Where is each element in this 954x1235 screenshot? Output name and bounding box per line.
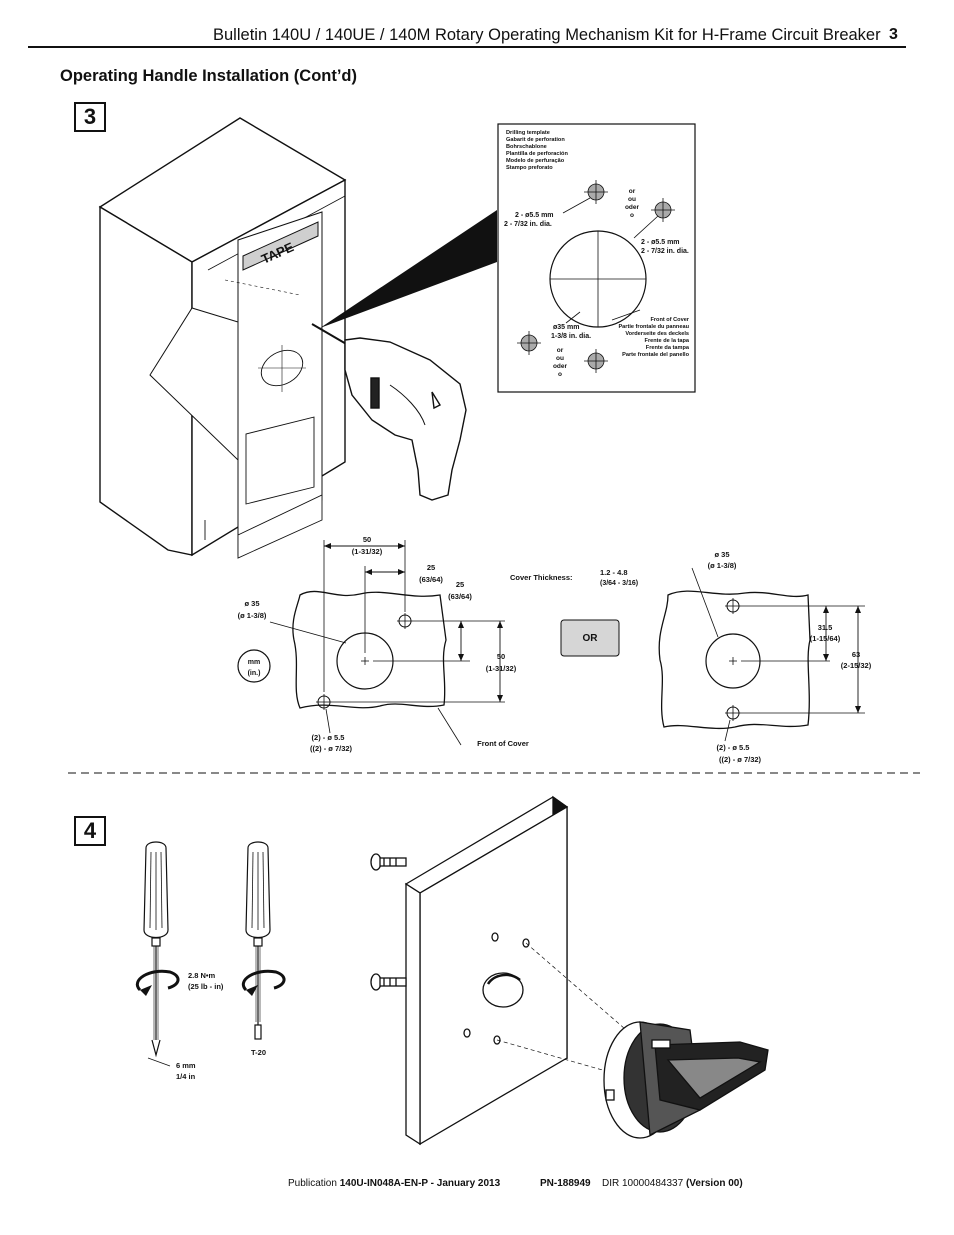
or-box: OR [560,619,620,657]
template-hole-right-mm: 2 - ø5.5 mm [641,239,680,246]
template-title-2: Bohrschablone [506,144,547,150]
template-center-in: 1-3/8 in. dia. [551,333,591,340]
dim-dia-mm: ø 35 [244,599,259,608]
step-3-badge: 3 [74,102,106,132]
units-mm: mm [248,659,260,666]
cover-thickness-mm: 1.2 - 4.8 [600,568,628,577]
power-drill-illustration [311,323,467,501]
or-bottom-0: or [557,347,564,354]
or-top-1: ou [628,196,636,203]
dim-width-mm: 50 [363,535,371,544]
step-4-badge: 4 [74,816,106,846]
dim-offset-in: (63/64) [419,575,443,584]
section-title: Operating Handle Installation (Cont’d) [60,67,357,85]
dim-width-in: (1-31/32) [352,547,383,556]
footer-publication: Publication 140U-IN048A-EN-P - January 2… [288,1178,500,1189]
dimension-drawing-left [269,540,505,746]
right-full-in: (2-15/32) [841,661,872,670]
right-holes-in: ((2) - ø 7/32) [719,755,762,764]
template-center-mm: ø35 mm [553,324,579,331]
template-title-3: Plantilla de perforación [506,151,568,157]
template-hole-left-mm: 2 - ø5.5 mm [515,212,554,219]
bit-size-in: 1/4 in [176,1072,196,1081]
dimension-arrowheads-left [324,543,503,702]
right-half-in: (1-15/64) [810,634,841,643]
units-in: (in.) [248,670,261,677]
enclosure-illustration: TAPE [98,117,347,559]
drilling-template-panel: Drilling template Gabarit de perforation… [497,123,696,393]
torque-lbin: (25 lb - in) [188,982,224,991]
dim-vert-offset-in: (63/64) [448,592,472,601]
cover-thickness-label: Cover Thickness: [510,573,573,582]
right-half-mm: 31.5 [818,623,833,632]
rotary-handle-illustration [603,1021,769,1139]
or-label: OR [583,633,599,644]
footer-pub-number: 140U-IN048A-EN-P - January 2013 [339,1178,501,1189]
torx-screwdriver-illustration [242,841,286,1040]
or-top-0: or [629,188,636,195]
template-title-0: Drilling template [506,130,550,136]
front-cover-2: Vorderseite des deckels [625,331,689,337]
footer-pn: PN-188949 [540,1178,591,1189]
footer-part-number: PN-188949 [540,1178,591,1189]
torque-nm: 2.8 N•m [188,971,216,980]
zoom-pointer [320,210,497,328]
dim-height-mm: 50 [497,652,505,661]
footer-dir-number: DIR 10000484337 [602,1178,684,1189]
front-of-cover-label: Front of Cover [477,739,529,748]
front-cover-1: Partie frontale du panneau [618,324,689,330]
footer-version: (Version 00) [685,1178,743,1189]
dimension-arrowheads-right [823,606,861,713]
right-holes-mm: (2) - ø 5.5 [717,743,750,752]
page-number: 3 [889,26,898,43]
right-full-mm: 63 [852,650,860,659]
front-cover-4: Frente da tampa [646,345,690,351]
or-bottom-2: oder [553,363,568,370]
template-title-5: Stampo preforato [506,165,553,171]
or-top-2: oder [625,204,640,211]
or-top-3: o [630,212,634,219]
or-bottom-3: o [558,371,562,378]
template-title-1: Gabarit de perforation [506,137,565,143]
footer-pub-prefix: Publication [288,1178,340,1189]
header-rule [28,46,906,48]
mounting-panel-illustration [370,795,641,1146]
front-cover-5: Parte frontale del panello [622,352,689,358]
template-hole-left-in: 2 - 7/32 in. dia. [504,221,552,228]
dim-vert-offset-mm: 25 [456,580,464,589]
cover-thickness-in: (3/64 - 3/16) [600,580,638,587]
template-hole-right-in: 2 - 7/32 in. dia. [641,248,689,255]
footer-dir: DIR 10000484337 (Version 00) [602,1178,743,1189]
document-header-title: Bulletin 140U / 140UE / 140M Rotary Oper… [213,26,881,44]
dim-holes-mm: (2) - ø 5.5 [312,733,345,742]
right-dia-mm: ø 35 [714,550,729,559]
dim-height-in: (1-31/32) [486,664,517,673]
front-cover-3: Frente de la tapa [645,338,690,344]
dim-holes-in: ((2) - ø 7/32) [310,744,353,753]
right-dia-in: (ø 1-3/8) [708,561,737,570]
dim-offset-mm: 25 [427,563,435,572]
flat-screwdriver-illustration [136,841,180,1067]
or-bottom-1: ou [556,355,564,362]
dim-dia-in: (ø 1-3/8) [238,611,267,620]
template-title-4: Modelo de perfuração [506,158,565,164]
front-cover-0: Front of Cover [650,317,689,323]
torx-size: T-20 [251,1048,266,1057]
bit-size-mm: 6 mm [176,1061,196,1070]
dimension-drawing-right [658,567,865,742]
units-badge: mm (in.) [237,649,271,683]
